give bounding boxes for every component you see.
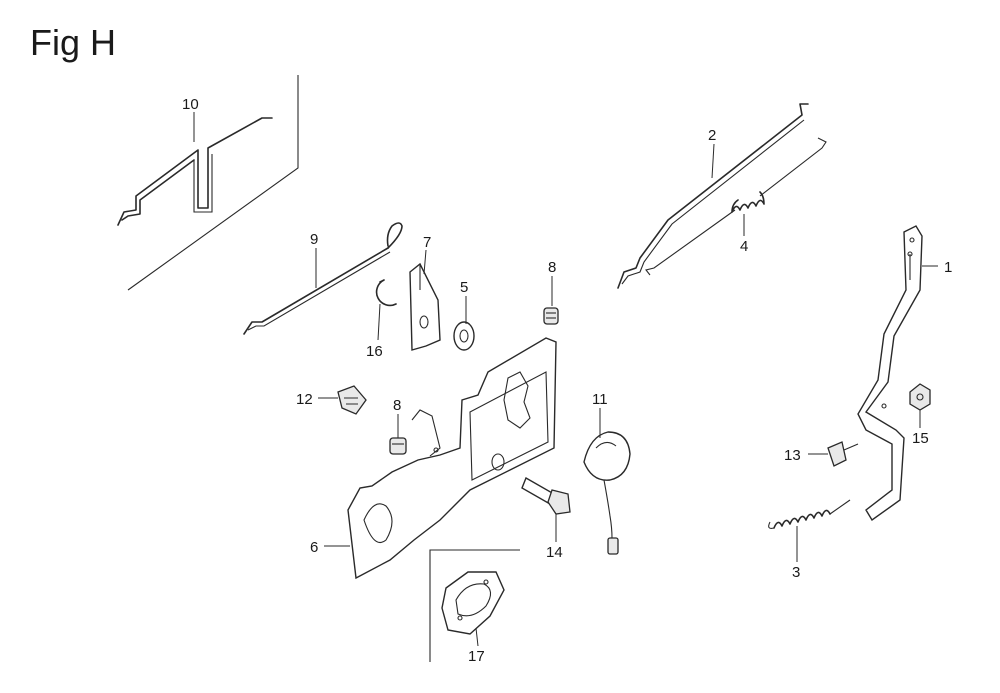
part-8-nut-lower[interactable] xyxy=(389,437,407,455)
part-7-bracket[interactable] xyxy=(409,262,441,351)
section-divider-bottom xyxy=(429,549,520,662)
part-5-washer[interactable] xyxy=(453,321,475,351)
figure-title: Fig H xyxy=(30,22,117,63)
callout-labels: 10 2 9 7 8 5 4 1 16 11 12 8 15 13 6 14 3… xyxy=(182,96,952,665)
callout-5: 5 xyxy=(460,279,468,296)
part-4-spring-rod[interactable] xyxy=(645,137,827,276)
part-10-rod[interactable] xyxy=(117,117,273,226)
callout-13: 13 xyxy=(784,447,801,464)
part-6-control-plate[interactable] xyxy=(347,337,557,580)
leader-lines xyxy=(193,112,938,647)
part-11-switch[interactable] xyxy=(583,431,631,555)
callout-7: 7 xyxy=(423,234,431,251)
callout-1: 1 xyxy=(944,259,952,276)
part-15-nut[interactable] xyxy=(909,383,931,411)
callout-2: 2 xyxy=(708,127,716,144)
part-16-snap-ring[interactable] xyxy=(375,279,397,307)
part-2-rod[interactable] xyxy=(617,103,809,289)
part-1-lever[interactable] xyxy=(857,225,923,522)
callout-14: 14 xyxy=(546,544,563,561)
callout-10: 10 xyxy=(182,96,199,113)
callout-8-lower: 8 xyxy=(393,397,401,414)
callout-9: 9 xyxy=(310,231,318,248)
callout-16: 16 xyxy=(366,343,383,360)
part-8-nut-top[interactable] xyxy=(543,307,559,325)
callout-12: 12 xyxy=(296,391,313,408)
callout-11: 11 xyxy=(592,391,608,408)
part-9-rod[interactable] xyxy=(243,222,403,335)
part-3-spring[interactable] xyxy=(768,499,851,529)
part-17-gasket[interactable] xyxy=(441,571,505,635)
part-13-bolt[interactable] xyxy=(827,441,859,467)
callout-8: 8 xyxy=(548,259,556,276)
callout-17: 17 xyxy=(468,648,485,665)
callout-15: 15 xyxy=(912,430,929,447)
callout-3: 3 xyxy=(792,564,800,581)
callout-4: 4 xyxy=(740,238,748,255)
part-14-bolt[interactable] xyxy=(521,476,571,515)
part-12-clip[interactable] xyxy=(337,385,367,415)
callout-6: 6 xyxy=(310,539,318,556)
section-divider-top-left xyxy=(127,75,299,291)
